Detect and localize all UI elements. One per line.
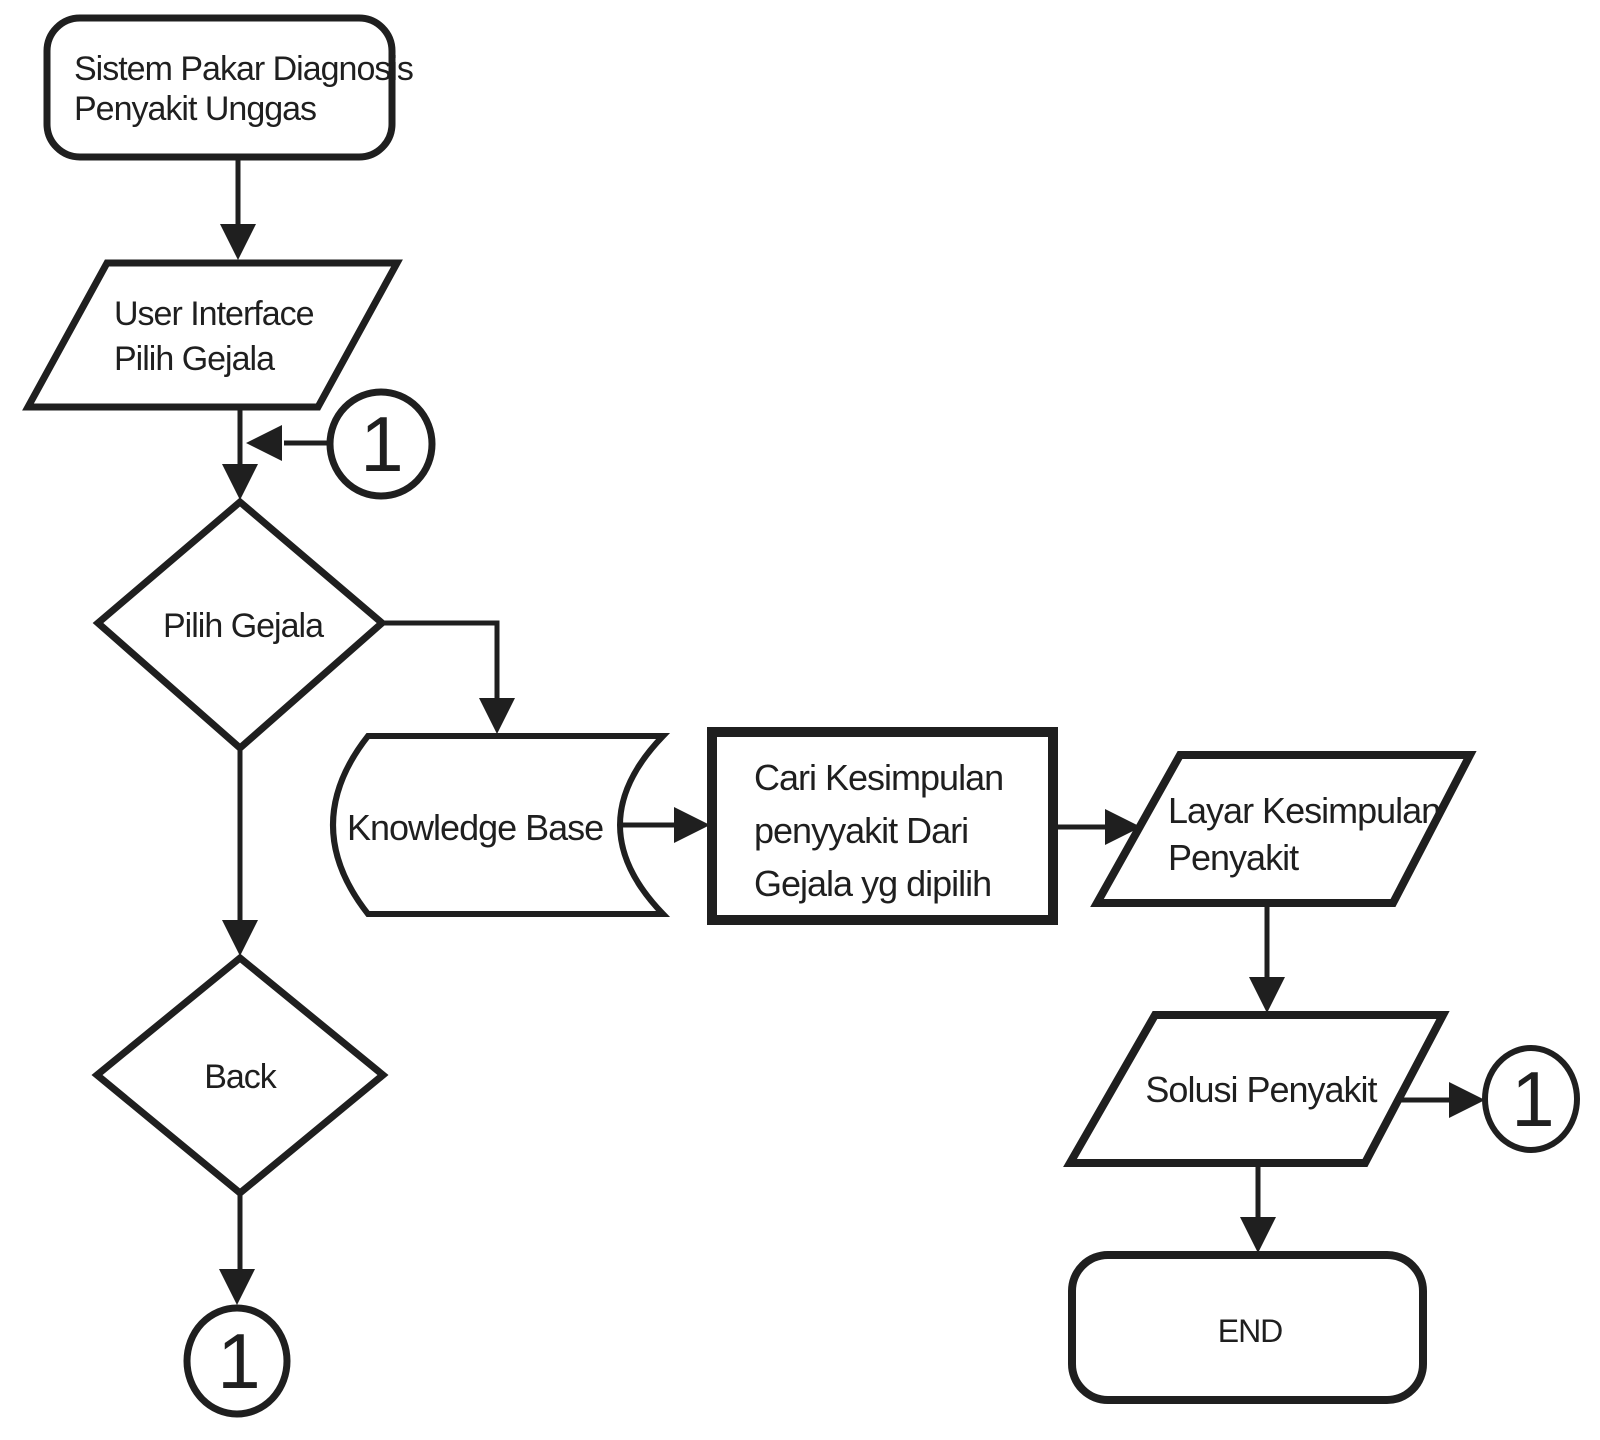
node-back: Back <box>91 953 389 1198</box>
node-layar-kesimpulan-label-line2: Penyakit <box>1168 837 1299 878</box>
node-layar-kesimpulan: Layar Kesimpulan Penyakit <box>1090 751 1477 907</box>
node-cari-kesimpulan-label-line3: Gejala yg dipilih <box>754 863 991 904</box>
connector-1-bottom-circle <box>183 1304 291 1418</box>
arrowhead-back-to-connector1 <box>219 1269 255 1305</box>
node-start-label-line1: Sistem Pakar Diagnosis <box>74 50 413 88</box>
node-cari-kesimpulan-label-line2: penyyakit Dari <box>754 810 968 851</box>
node-solusi-penyakit: Solusi Penyakit <box>1063 1011 1450 1167</box>
terminator-end-shape <box>1068 1251 1427 1404</box>
node-user-interface-label-line1: User Interface <box>114 295 314 333</box>
arrowhead-layar-to-solusi <box>1249 977 1285 1013</box>
connector-1-right: 1 <box>1482 1045 1580 1153</box>
connector-1-top-circle <box>326 388 436 500</box>
edge-pilih-gejala-to-knowledge-base <box>382 620 500 698</box>
connector-1-right-label: 1 <box>1511 1055 1554 1143</box>
connector-1-right-circle <box>1482 1045 1580 1153</box>
process-cari-kesimpulan-shape <box>707 727 1058 925</box>
parallelogram-solusi-penyakit-shape <box>1063 1011 1450 1167</box>
arrowhead-cari-to-layar <box>1105 809 1141 845</box>
node-end-label: END <box>1218 1313 1283 1349</box>
connector-1-top: 1 <box>326 388 436 500</box>
edges-layer <box>219 157 1485 1305</box>
node-knowledge-base: Knowledge Base <box>330 733 671 917</box>
terminator-start-shape <box>43 14 396 161</box>
parallelogram-layar-kesimpulan-shape <box>1090 751 1477 907</box>
node-user-interface-label-line2: Pilih Gejala <box>114 340 275 378</box>
arrowhead-solusi-to-end <box>1240 1217 1276 1253</box>
connector-1-bottom-label: 1 <box>217 1317 260 1405</box>
node-cari-kesimpulan: Cari Kesimpulan penyyakit Dari Gejala yg… <box>707 727 1058 925</box>
arrowhead-knowledge-base-to-cari <box>674 807 710 843</box>
node-layar-kesimpulan-label-line1: Layar Kesimpulan <box>1168 790 1440 831</box>
arrowhead-connector1-to-flowline <box>246 425 282 461</box>
parallelogram-user-interface-shape <box>22 259 403 411</box>
decision-pilih-gejala-shape <box>92 497 388 753</box>
node-end: END <box>1068 1251 1427 1404</box>
arrowhead-ui-to-pilih-gejala <box>222 464 258 500</box>
arrowhead-pilih-gejala-to-back <box>222 920 258 956</box>
decision-back-shape <box>91 953 389 1198</box>
connector-1-bottom: 1 <box>183 1304 291 1418</box>
arrowhead-solusi-to-connector1 <box>1449 1082 1485 1118</box>
node-user-interface: User Interface Pilih Gejala <box>22 259 403 411</box>
node-pilih-gejala-label: Pilih Gejala <box>163 607 324 645</box>
node-cari-kesimpulan-label-line1: Cari Kesimpulan <box>754 757 1003 798</box>
node-solusi-penyakit-label: Solusi Penyakit <box>1145 1069 1377 1110</box>
node-knowledge-base-label: Knowledge Base <box>347 807 603 848</box>
arrowhead-pilih-gejala-to-knowledge-base <box>479 698 515 734</box>
node-start-label-line2: Penyakit Unggas <box>74 90 316 128</box>
node-start: Sistem Pakar Diagnosis Penyakit Unggas <box>43 14 414 161</box>
arrowhead-start-to-ui <box>220 224 256 260</box>
connector-1-top-label: 1 <box>360 400 403 488</box>
stored-data-knowledge-base-shape <box>330 733 671 917</box>
node-pilih-gejala: Pilih Gejala <box>92 497 388 753</box>
node-back-label: Back <box>204 1058 278 1096</box>
